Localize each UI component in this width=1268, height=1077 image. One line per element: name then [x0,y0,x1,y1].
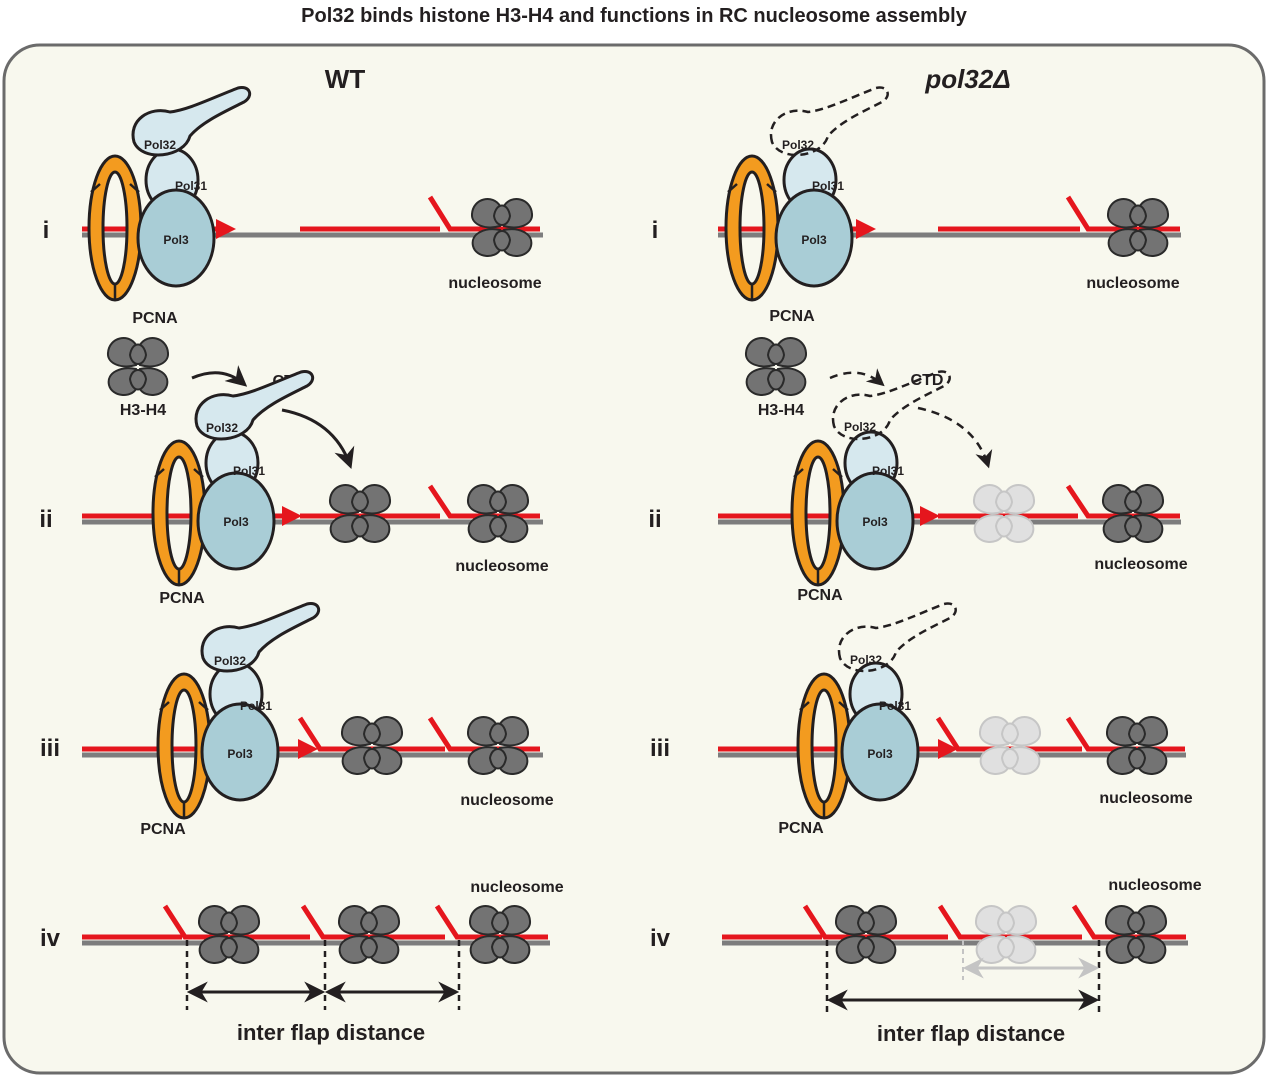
pcna-label: PCNA [140,821,186,838]
flap [937,904,1082,940]
wt-row-ii: H3-H4 CTD nucleosome Pol3 Pol31 Pol32 PC… [82,337,549,607]
flap [300,904,445,940]
inter-flap-label: inter flap distance [877,1021,1065,1046]
pol32-label: Pol32 [214,654,246,668]
figure-title: Pol32 binds histone H3-H4 and functions … [301,5,968,27]
h3h4-binding-arrow [191,365,248,387]
row-label-ii-mut: ii [648,506,661,533]
nucleosome-label: nucleosome [1094,556,1187,573]
mut-row-i: nucleosome Pol3 Pol31 Pol32 PCNA [718,86,1181,325]
inter-flap-label: inter flap distance [237,1020,425,1045]
row-label-iii-wt: iii [40,735,60,762]
pcna-label: PCNA [797,587,843,604]
pol31-label: Pol31 [879,699,911,713]
nucleosome-label: nucleosome [448,275,541,292]
pol31-label: Pol31 [233,464,265,478]
nucleosome-label: nucleosome [455,558,548,575]
nucleosome-label: nucleosome [470,879,563,896]
row-label-i-wt: i [43,217,50,244]
flap [162,904,310,940]
h3h4-label: H3-H4 [120,402,166,419]
pol32-label: Pol32 [850,653,882,667]
mut-row-iii: nucleosome Pol3 Pol31 Pol32 PCNA [718,602,1193,837]
column-header-wt: WT [325,64,366,94]
deposition-arrow [917,406,993,469]
pol3-label: Pol3 [223,515,249,529]
pol32-label: Pol32 [206,421,238,435]
h3h4-binding-arrow [829,368,885,387]
pol31-label: Pol31 [812,179,844,193]
row-label-iii-mut: iii [650,735,670,762]
pol3-label: Pol3 [862,515,888,529]
pol31-label: Pol31 [240,699,272,713]
row-label-ii-wt: ii [39,506,52,533]
pol32-label: Pol32 [844,420,876,434]
wt-row-iii: nucleosome Pol3 Pol31 Pol32 PCNA [82,601,554,838]
row-label-iv-mut: iv [650,925,671,952]
pcna-label: PCNA [132,310,178,327]
pcna-label: PCNA [159,590,205,607]
pol32-label: Pol32 [144,138,176,152]
h3h4-label: H3-H4 [758,402,804,419]
mut-row-iv: nucleosome inter flap distance [722,877,1202,1046]
pcna-label: PCNA [778,820,824,837]
pol3-label: Pol3 [801,233,827,247]
flap [297,716,445,752]
pol3-label: Pol3 [227,747,253,761]
figure-frame [2,43,1266,1075]
wt-row-iv: nucleosome inter flap distance [82,879,564,1045]
pol32-label: Pol32 [782,138,814,152]
row-label-iv-wt: iv [40,925,61,952]
pol31-label: Pol31 [175,179,207,193]
pol3-label: Pol3 [163,233,189,247]
nucleosome-label: nucleosome [1108,877,1201,894]
deposition-arrow [281,408,355,469]
row-label-i-mut: i [652,217,659,244]
nucleosome-label: nucleosome [1099,790,1192,807]
pol3-label: Pol3 [867,747,893,761]
ctd-label: CTD [911,372,944,389]
column-header-pol32-delta: pol32Δ [924,64,1010,94]
wt-row-i: nucleosome Pol3 Pol31 Pol32 PCNA [82,85,543,327]
flap [802,904,948,940]
pcna-label: PCNA [769,308,815,325]
mut-row-ii: H3-H4 CTD nucleosome Pol3 Pol31 Pol32 PC… [718,337,1188,604]
nucleosome-label: nucleosome [460,792,553,809]
pol31-label: Pol31 [872,464,904,478]
nucleosome-label: nucleosome [1086,275,1179,292]
flap [935,716,1082,752]
